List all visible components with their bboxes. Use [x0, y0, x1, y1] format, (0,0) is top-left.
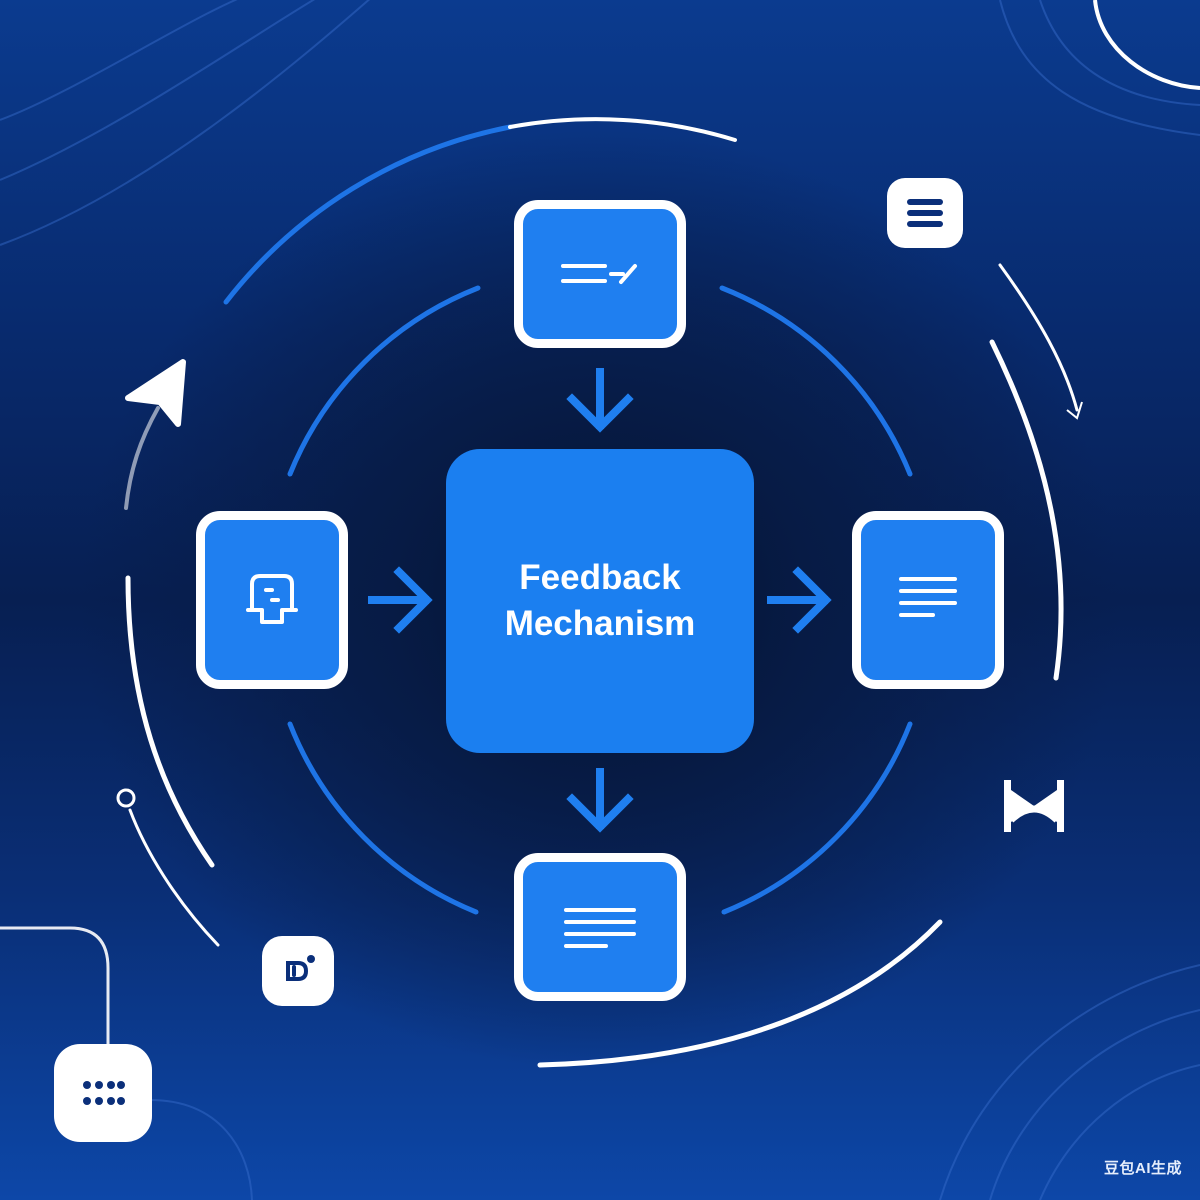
node-right	[852, 511, 1004, 689]
center-label-line2: Mechanism	[504, 604, 696, 643]
arrow-tail	[124, 406, 160, 510]
bowtie-icon	[1004, 780, 1064, 832]
center-label-line1: Feedback	[519, 558, 681, 597]
robot-face-icon	[246, 574, 298, 624]
flow-arrows	[368, 368, 832, 833]
pin-line	[128, 808, 220, 947]
outer-arc-left	[125, 575, 215, 868]
menu-icon-glyph	[907, 199, 943, 227]
node-top	[514, 200, 686, 348]
node-bottom	[514, 853, 686, 1001]
document-lines-icon	[899, 577, 957, 617]
arrow-right-left	[368, 566, 433, 634]
navigation-arrow-icon	[125, 359, 186, 427]
inner-ring	[287, 285, 913, 915]
pin-icon	[116, 788, 136, 808]
chat-bubble-icon	[262, 936, 334, 1006]
text-lines-icon	[564, 908, 636, 948]
menu-icon	[887, 178, 963, 248]
outer-arc-right-small	[998, 263, 1079, 412]
arrow-right-right	[767, 566, 832, 634]
outer-arc-right	[989, 339, 1064, 681]
node-left	[196, 511, 348, 689]
center-node: Feedback Mechanism	[446, 449, 754, 753]
arrow-down-bottom	[566, 768, 634, 833]
outer-arc-blue	[223, 124, 513, 305]
outer-arc-white-top	[508, 117, 737, 142]
edit-text-icon	[561, 264, 637, 284]
chat-bubble-glyph	[286, 955, 315, 981]
watermark: 豆包AI生成	[1103, 1160, 1182, 1177]
outer-arc-bottom	[537, 919, 943, 1068]
arrow-down-top	[566, 368, 634, 433]
small-arrowhead	[1066, 401, 1083, 420]
dots-grid-glyph	[83, 1081, 125, 1105]
dots-grid-icon	[54, 1044, 152, 1142]
corner-loop-line	[1093, 0, 1200, 90]
connector-line	[0, 926, 110, 1055]
